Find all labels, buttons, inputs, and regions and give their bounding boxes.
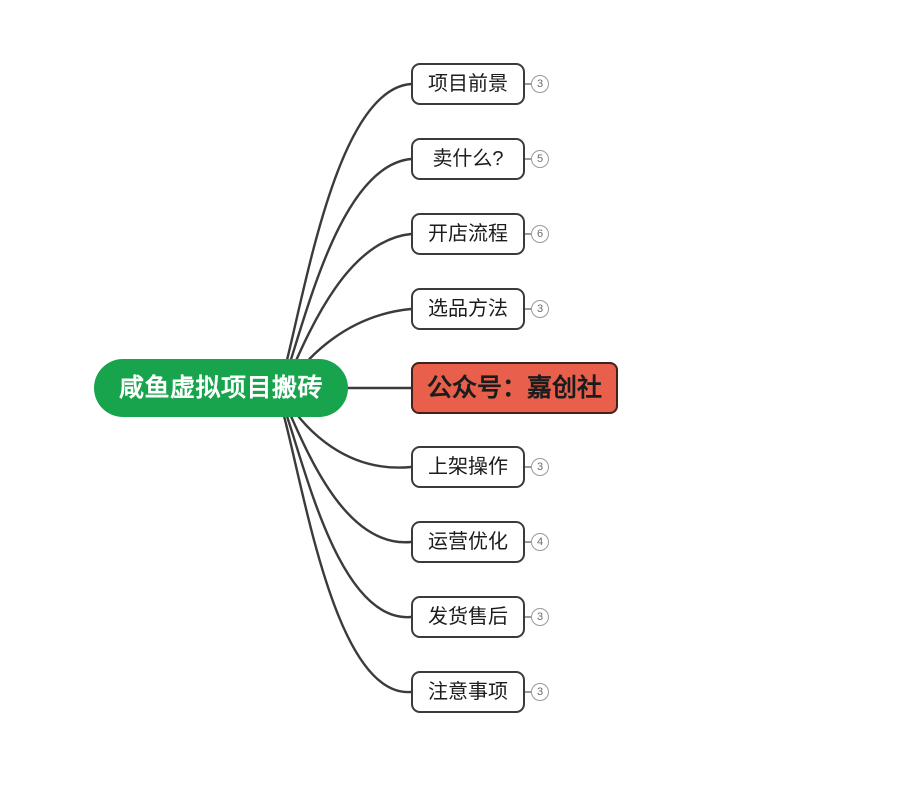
branch-node-label: 发货售后 bbox=[428, 606, 508, 628]
branch-node-project-prospects[interactable]: 项目前景 bbox=[411, 63, 525, 105]
edge-to-branch-0 bbox=[276, 82, 413, 394]
branch-badge-8[interactable]: 3 bbox=[525, 683, 549, 701]
branch-node-box: 开店流程 bbox=[411, 213, 525, 255]
branch-badge-0[interactable]: 3 bbox=[525, 75, 549, 93]
badge-stub-icon bbox=[525, 158, 531, 160]
branch-node-label: 运营优化 bbox=[428, 531, 508, 553]
branch-node-label: 注意事项 bbox=[428, 681, 508, 703]
branch-node-box: 上架操作 bbox=[411, 446, 525, 488]
badge-count: 5 bbox=[531, 150, 549, 168]
badge-stub-icon bbox=[525, 541, 531, 543]
badge-stub-icon bbox=[525, 691, 531, 693]
branch-node-label: 公众号：嘉创社 bbox=[426, 373, 602, 402]
branch-node-label: 卖什么? bbox=[432, 148, 504, 170]
badge-stub-icon bbox=[525, 616, 531, 618]
branch-node-product-selection[interactable]: 选品方法 bbox=[411, 288, 525, 330]
edge-to-branch-8 bbox=[276, 394, 413, 694]
branch-badge-6[interactable]: 4 bbox=[525, 533, 549, 551]
branch-node-store-opening-process[interactable]: 开店流程 bbox=[411, 213, 525, 255]
branch-node-box: 公众号：嘉创社 bbox=[411, 362, 618, 414]
badge-count: 3 bbox=[531, 458, 549, 476]
branch-node-precautions[interactable]: 注意事项 bbox=[411, 671, 525, 713]
branch-badge-2[interactable]: 6 bbox=[525, 225, 549, 243]
branch-badge-1[interactable]: 5 bbox=[525, 150, 549, 168]
badge-count: 3 bbox=[531, 300, 549, 318]
badge-stub-icon bbox=[525, 308, 531, 310]
branch-node-box: 项目前景 bbox=[411, 63, 525, 105]
root-node-label: 咸鱼虚拟项目搬砖 bbox=[118, 373, 323, 402]
badge-count: 3 bbox=[531, 608, 549, 626]
root-node[interactable]: 咸鱼虚拟项目搬砖 bbox=[94, 359, 348, 417]
branch-node-box: 卖什么? bbox=[411, 138, 525, 180]
badge-stub-icon bbox=[525, 233, 531, 235]
branch-badge-7[interactable]: 3 bbox=[525, 608, 549, 626]
branch-node-box: 发货售后 bbox=[411, 596, 525, 638]
branch-node-label: 上架操作 bbox=[428, 456, 508, 478]
badge-count: 4 bbox=[531, 533, 549, 551]
badge-stub-icon bbox=[525, 466, 531, 468]
branch-node-shipping-aftersales[interactable]: 发货售后 bbox=[411, 596, 525, 638]
badge-count: 3 bbox=[531, 683, 549, 701]
branch-node-box: 选品方法 bbox=[411, 288, 525, 330]
badge-count: 6 bbox=[531, 225, 549, 243]
edge-to-branch-7 bbox=[278, 394, 413, 619]
badge-count: 3 bbox=[531, 75, 549, 93]
branch-badge-5[interactable]: 3 bbox=[525, 458, 549, 476]
branch-node-label: 开店流程 bbox=[428, 223, 508, 245]
branch-node-label: 选品方法 bbox=[428, 298, 508, 320]
branch-node-listing-operation[interactable]: 上架操作 bbox=[411, 446, 525, 488]
branch-node-operations-optimization[interactable]: 运营优化 bbox=[411, 521, 525, 563]
branch-node-box: 运营优化 bbox=[411, 521, 525, 563]
branch-node-official-account[interactable]: 公众号：嘉创社 bbox=[411, 362, 618, 414]
badge-stub-icon bbox=[525, 83, 531, 85]
branch-badge-3[interactable]: 3 bbox=[525, 300, 549, 318]
branch-node-what-to-sell[interactable]: 卖什么? bbox=[411, 138, 525, 180]
branch-node-box: 注意事项 bbox=[411, 671, 525, 713]
branch-node-label: 项目前景 bbox=[428, 73, 508, 95]
